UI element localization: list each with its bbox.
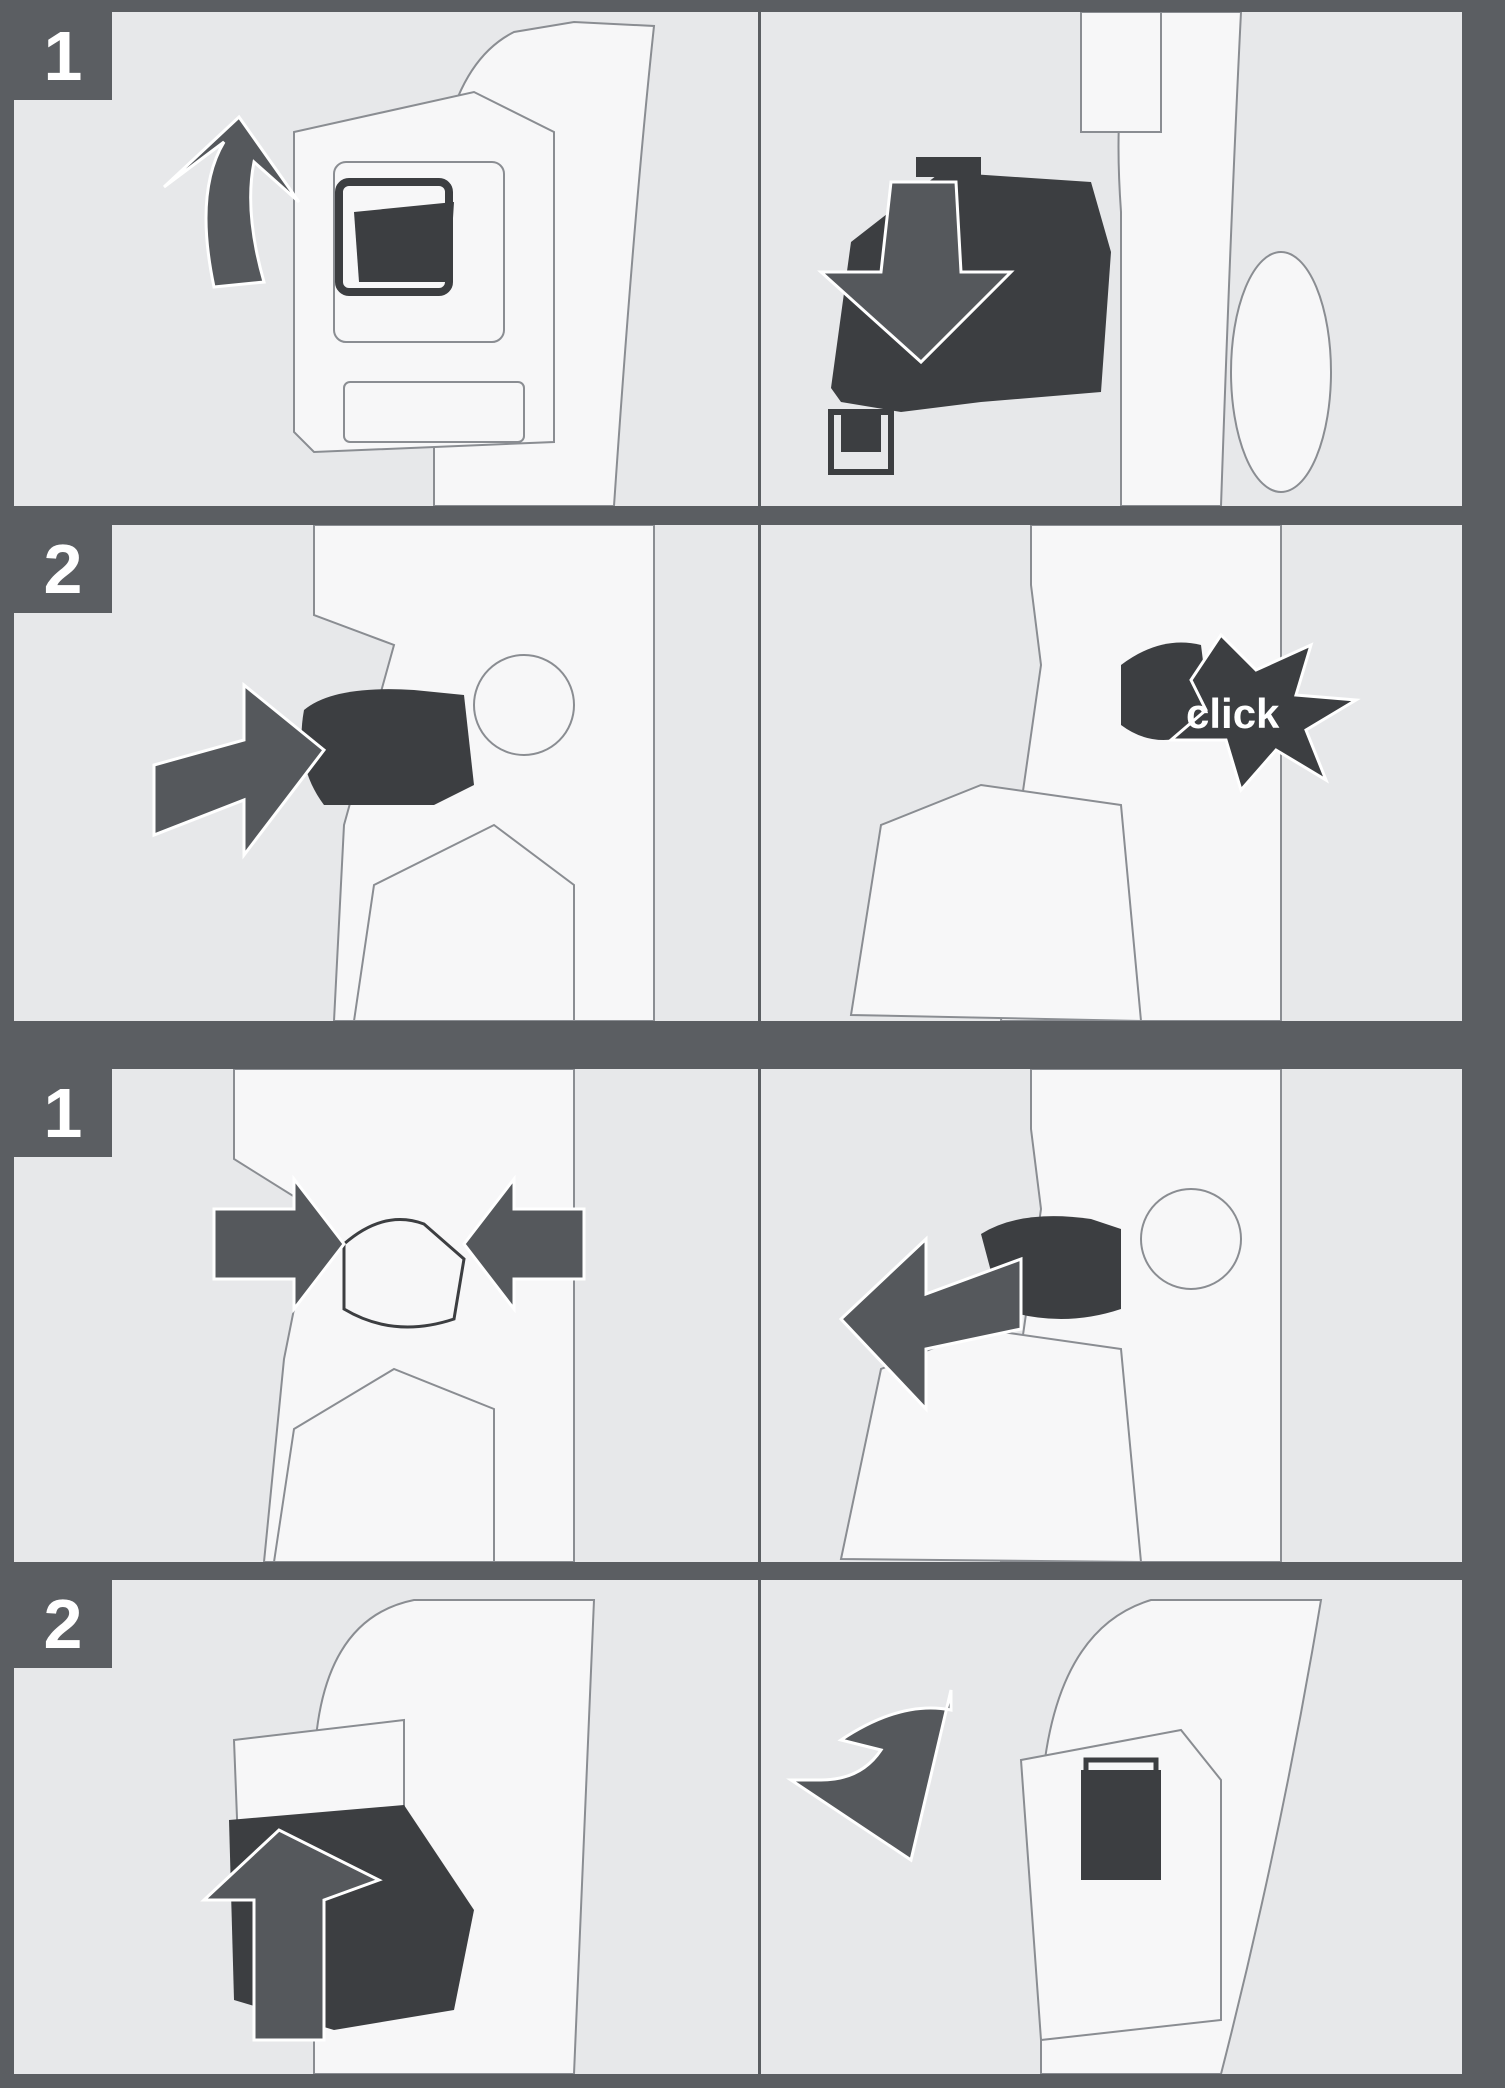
arrow-left-icon — [14, 1069, 758, 1562]
click-burst-icon: click — [761, 525, 1462, 1021]
arrow-down-icon — [761, 12, 1462, 506]
step-panel-d: 2 — [14, 1580, 1462, 2074]
arrow-left-icon — [761, 1069, 1462, 1562]
step-panel-c: 1 — [14, 1069, 1462, 1562]
arrow-right-icon — [14, 525, 758, 1021]
step-panel-b: 2 click — [14, 525, 1462, 1021]
arrow-up-curved-icon — [14, 12, 758, 506]
arrow-up-curved-icon — [14, 1580, 758, 2074]
arrow-down-curved-icon — [761, 1580, 1462, 2074]
click-callout-label: click — [1186, 690, 1280, 737]
step-panel-a: 1 — [14, 12, 1462, 506]
